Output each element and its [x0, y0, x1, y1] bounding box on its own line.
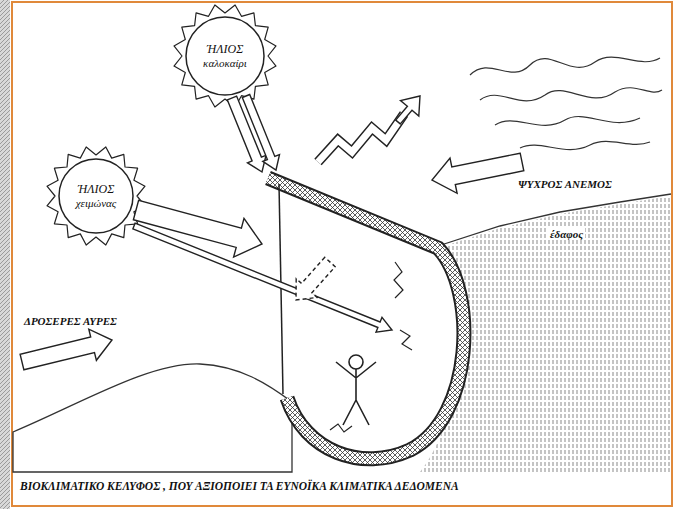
season-text: καλοκαίρι	[203, 57, 247, 69]
wind-waves	[470, 57, 662, 149]
wind-label: ΨΥΧΡΟΣ ΑΝΕΜΟΣ	[516, 178, 614, 190]
caption: ΒΙΟΚΛΙΜΑΤΙΚΟ ΚΕΛΥΦΟΣ , ΠΟΥ ΑΞΙΟΠΟΙΕΙ ΤΑ …	[20, 480, 459, 492]
frame	[12, 2, 672, 506]
mound	[13, 364, 292, 472]
sun-rays	[47, 147, 145, 245]
sun-circle: ΉΛΙΟΣκαλοκαίρι	[185, 16, 265, 96]
reflection-fill	[318, 114, 404, 162]
sun-rays	[174, 5, 276, 107]
season-text: χειμώνας	[76, 197, 117, 209]
breeze-label: ΔΡΟΣΕΡΕΣ ΑΥΡΕΣ	[22, 315, 119, 327]
heat-radiation	[330, 262, 412, 432]
reflection-arrowhead	[396, 96, 420, 124]
side-stripe	[0, 0, 10, 509]
ground-line	[438, 194, 671, 246]
ground-label: έδαφος	[548, 228, 585, 240]
sun-circle: ΉΛΙΟΣχειμώνας	[58, 158, 134, 234]
reflection-outline	[318, 114, 404, 162]
sun-title: ΉΛΙΟΣ	[78, 183, 115, 196]
winter-sun-ray	[133, 223, 392, 332]
sun-title: ΉΛΙΟΣ	[207, 43, 244, 56]
inner-dashed-arrow	[296, 257, 335, 300]
cold-wind-arrow	[432, 153, 524, 193]
summer-sun-arrow	[242, 95, 279, 171]
cool-breeze-arrow	[20, 329, 112, 370]
human-figure	[336, 355, 376, 425]
